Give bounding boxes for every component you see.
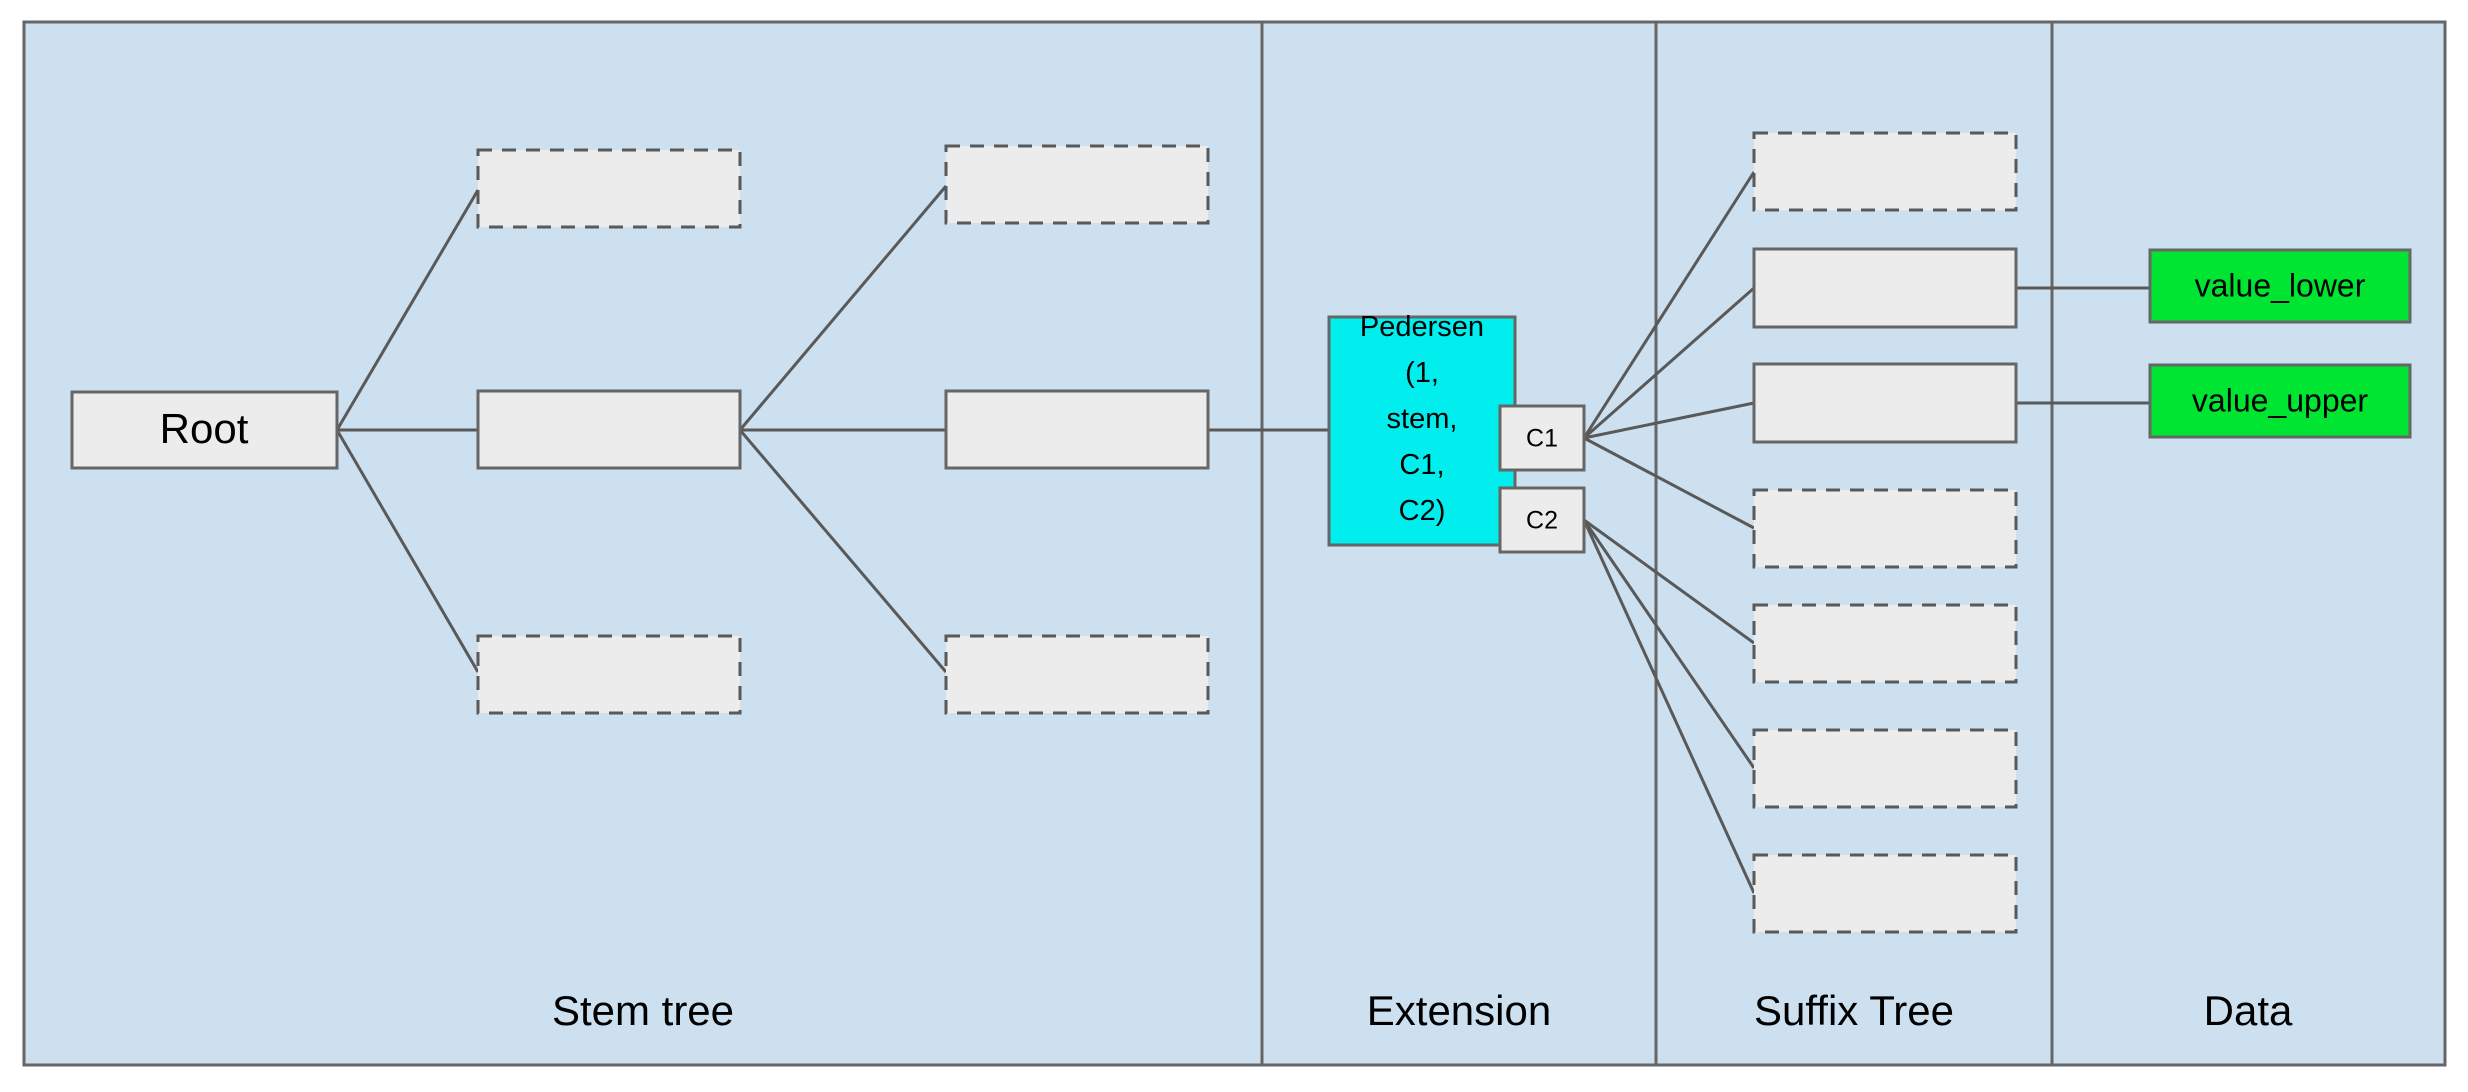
section-label-stem-tree: Stem tree [552,987,734,1034]
node-root-label: Root [160,405,249,452]
node-suffix-c1-3[interactable] [1752,488,2018,569]
node-value-lower-label: value_lower [2195,267,2366,303]
node-suffix-c1-1[interactable] [1752,247,2018,329]
edge-l1-to-l2-bottom [738,429,948,673]
node-stem-l2-bottom[interactable] [944,634,1210,715]
node-commitment-c2-label: C2 [1526,507,1558,535]
node-value-lower[interactable]: value_lower [2148,248,2412,324]
section-dividers [1260,22,2054,1065]
edge-c1-to-suffix-1 [1583,286,1755,440]
node-pedersen-rect[interactable] [1327,315,1517,547]
stem-tree-nodes: Root [70,144,1210,715]
section-label-data: Data [2204,987,2293,1034]
commitment-chips-group: C1 C2 [1498,404,1586,554]
node-commitment-c1[interactable]: C1 [1498,404,1586,472]
edge-c2-to-suffix-2 [1582,519,1756,894]
node-value-upper[interactable]: value_upper [2148,363,2412,439]
section-labels-group: Stem tree Extension Suffix Tree Data [552,987,2293,1034]
node-pedersen-line-4: C2) [1399,495,1446,527]
edge-c1-to-suffix-0 [1582,171,1756,439]
node-suffix-c2-2[interactable] [1752,853,2018,934]
node-pedersen-line-2: stem, [1387,403,1458,435]
node-suffix-c1-2[interactable] [1752,362,2018,444]
node-commitment-c2[interactable]: C2 [1498,486,1586,554]
node-stem-l1-middle[interactable] [476,389,742,470]
node-suffix-c2-0[interactable] [1752,603,2018,684]
node-commitment-c2-rect[interactable] [1498,486,1586,554]
node-pedersen-line-1: (1, [1405,357,1439,389]
node-root-rect[interactable] [70,390,339,470]
section-label-suffix-tree: Suffix Tree [1754,987,1954,1034]
node-commitment-c1-label: C1 [1526,425,1558,453]
suffix-tree-nodes [1752,131,2018,934]
section-label-extension: Extension [1367,987,1551,1034]
node-suffix-c1-0[interactable] [1752,131,2018,212]
node-stem-l2-top[interactable] [944,144,1210,225]
edge-c2-to-suffix-1 [1582,519,1756,769]
edges-group [335,171,2150,894]
node-pedersen-line-3: C1, [1399,449,1444,481]
node-value-upper-rect[interactable] [2148,363,2412,439]
node-value-upper-label: value_upper [2192,382,2368,418]
node-stem-l1-top[interactable] [476,148,742,229]
data-nodes-group: value_lower value_upper [2148,248,2412,439]
node-stem-l2-middle[interactable] [944,389,1210,470]
edge-root-to-l1-bottom [335,429,480,673]
edge-l1-to-l2-top [738,185,948,431]
node-root[interactable]: Root [70,390,339,470]
edge-c2-to-suffix-0 [1583,518,1755,645]
edge-c1-to-suffix-3 [1583,436,1755,530]
node-suffix-c2-1[interactable] [1752,728,2018,809]
node-pedersen-line-0: Pedersen [1360,311,1484,343]
panel-frame-group [22,20,2447,1067]
edge-c1-to-suffix-2 [1583,401,1755,440]
panel-frame [22,20,2447,1067]
node-value-lower-rect[interactable] [2148,248,2412,324]
node-commitment-c1-rect[interactable] [1498,404,1586,472]
node-stem-l1-bottom[interactable] [476,634,742,715]
extension-node-group: Pedersen (1, stem, C1, C2) [1327,311,1517,547]
edge-root-to-l1-top [335,189,480,431]
